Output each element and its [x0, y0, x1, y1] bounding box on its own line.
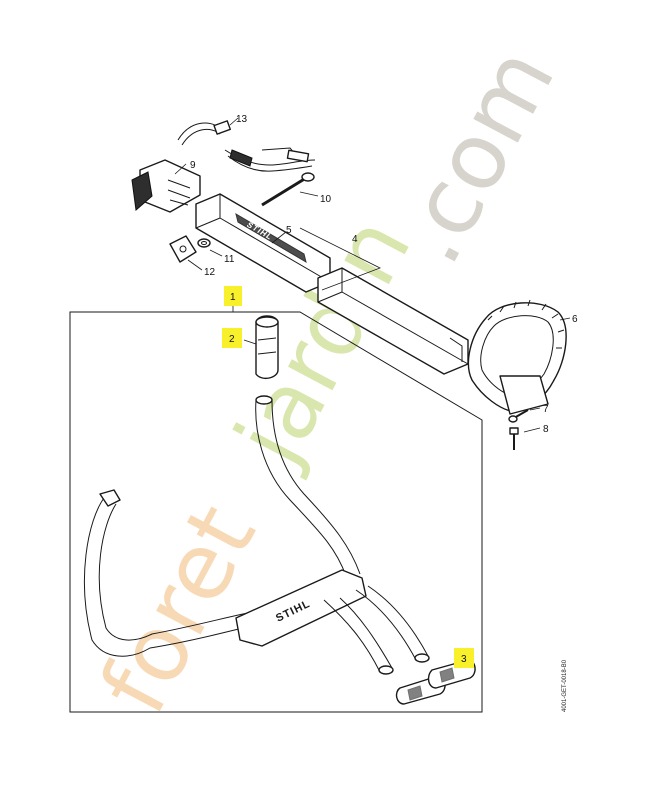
part-12-nut: [169, 235, 203, 271]
callout-9: 9: [190, 160, 196, 171]
callout-12: 12: [204, 267, 216, 278]
callout-4: 4: [352, 234, 358, 245]
callout-3-highlight: [454, 648, 474, 668]
part-10-screw: [261, 172, 319, 207]
part-1-handlebar: STIHL: [83, 395, 430, 675]
callout-1: 1: [230, 292, 236, 303]
callout-6: 6: [572, 314, 578, 325]
part-6-loop-handle: [467, 299, 571, 415]
part-8-bolt: [509, 427, 541, 450]
callout-5: 5: [286, 225, 292, 236]
assembly-frame: [69, 311, 483, 713]
callout-2: 2: [229, 334, 235, 345]
part-9-housing: [131, 159, 201, 213]
part-4-shaft-tube: STIHL: [195, 193, 469, 375]
part-2-grip: [243, 315, 279, 380]
watermark-part1: foret: [80, 488, 276, 730]
callout-7: 7: [543, 404, 549, 415]
callout-10: 10: [320, 194, 332, 205]
callout-3: 3: [461, 654, 467, 665]
part-13-cable: [177, 117, 316, 172]
callout-8: 8: [543, 424, 549, 435]
part-11-washer: [197, 238, 223, 257]
watermark-part3: .com: [375, 31, 575, 281]
callout-1-highlight: [224, 286, 242, 306]
drawing-code: 4001-GET-0018-B0: [562, 659, 568, 712]
part-7-screw: [508, 407, 541, 423]
callout-2-highlight: [222, 328, 242, 348]
callout-11: 11: [224, 254, 235, 265]
callout-13: 13: [236, 114, 248, 125]
